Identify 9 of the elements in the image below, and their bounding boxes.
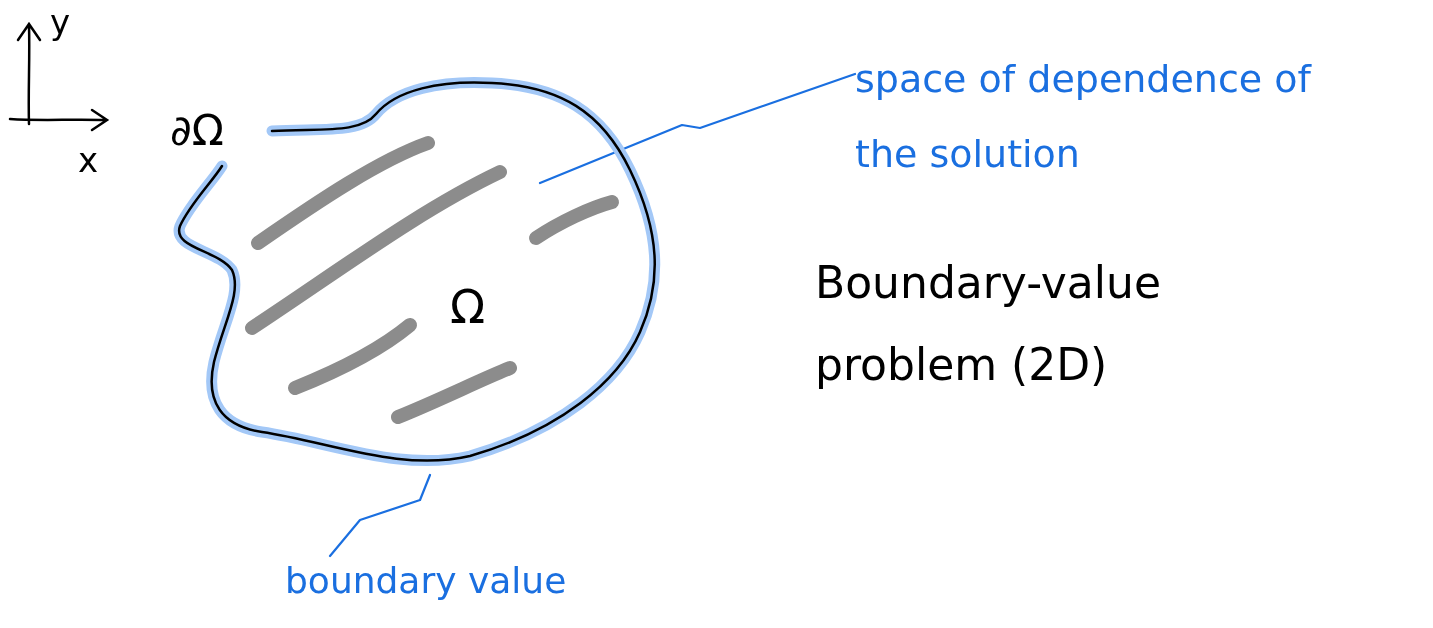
region-symbol: Ω — [450, 280, 486, 334]
title-text: Boundary-value problem (2D) — [815, 256, 1162, 392]
annotation-text: boundary value — [285, 559, 567, 603]
axis-label: x — [78, 140, 99, 180]
leader-line — [538, 72, 857, 185]
axis-label: y — [50, 2, 71, 42]
annotation-text: space of dependence of the solution — [855, 56, 1313, 178]
boundary-symbol: ∂Ω — [170, 106, 224, 155]
leader-line — [328, 473, 432, 558]
